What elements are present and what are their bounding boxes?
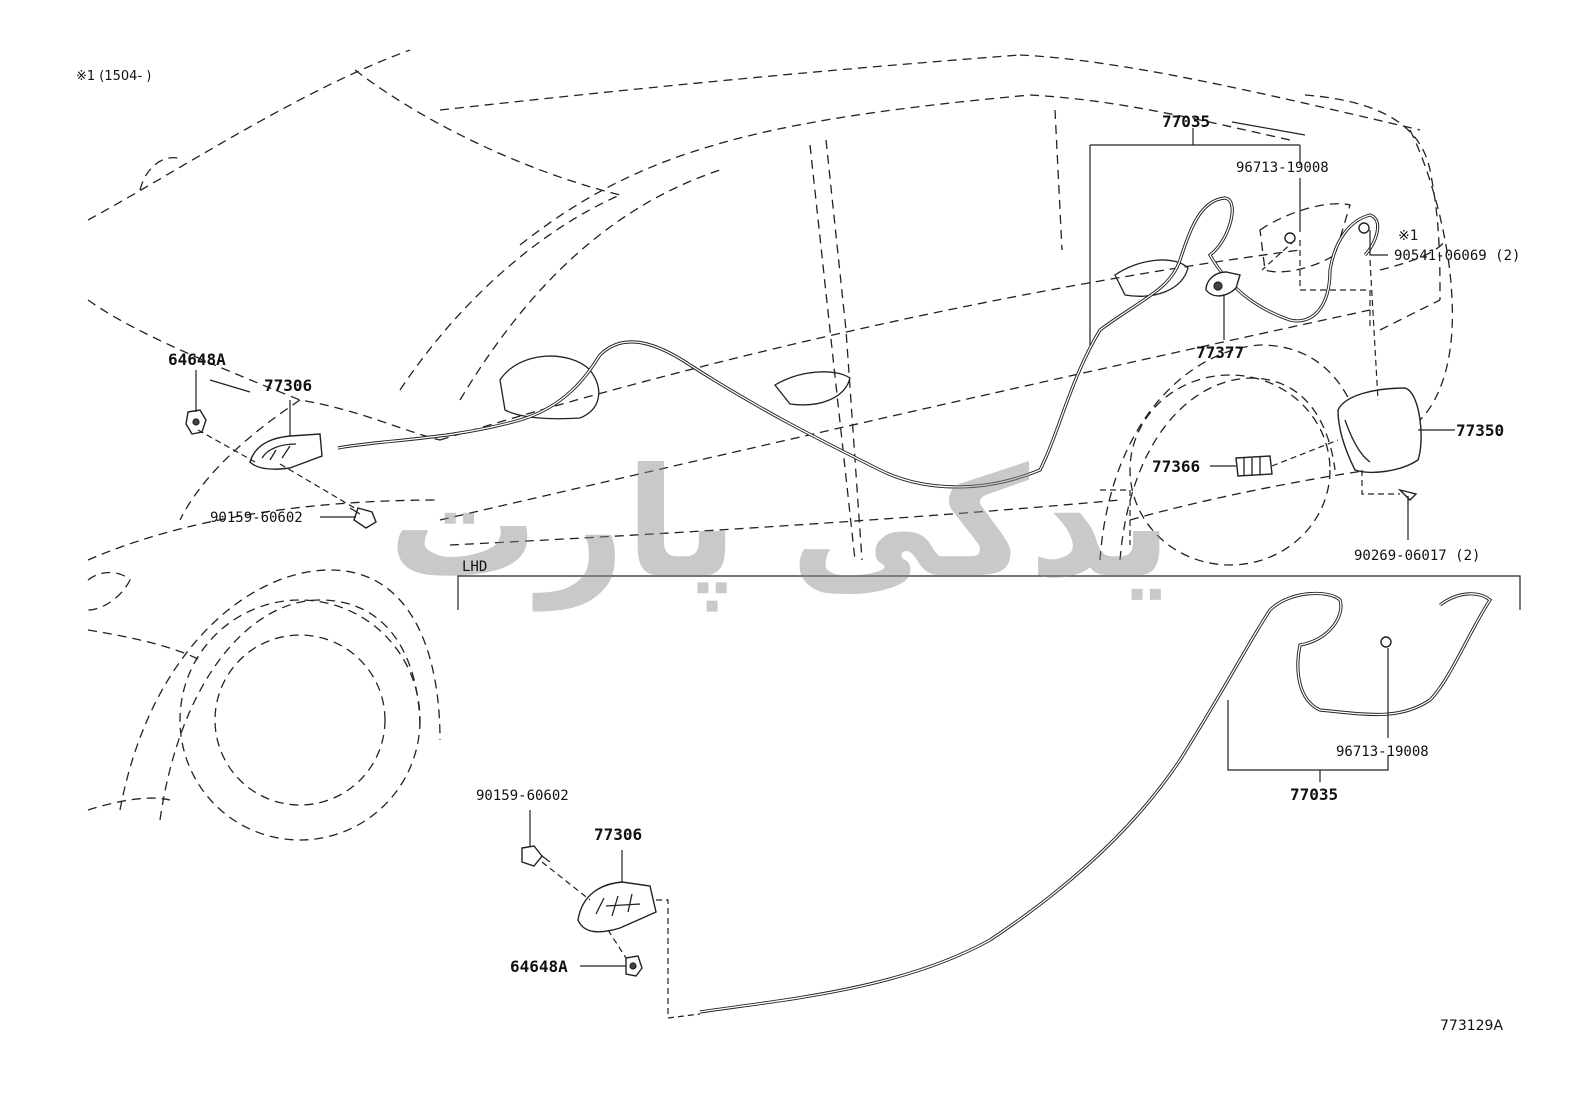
part-77306-handle-top	[249, 433, 323, 470]
part-90541-nut	[1358, 222, 1370, 234]
label-90269-06017: 90269-06017 (2)	[1354, 548, 1480, 564]
label-77035-top: 77035	[1162, 112, 1210, 131]
part-90269-screw	[1397, 488, 1418, 506]
label-90541-06069: 90541-06069 (2)	[1394, 248, 1520, 264]
part-77350-fuel-filler-door	[1337, 387, 1422, 473]
label-77035-bottom: 77035	[1290, 785, 1338, 804]
label-90159-60602-top: 90159-60602	[210, 510, 303, 526]
label-note-marker: ※1	[1398, 228, 1418, 244]
label-64648A-bottom: 64648A	[510, 957, 568, 976]
car-body-outline	[87, 49, 1454, 841]
label-77377: 77377	[1196, 343, 1244, 362]
leader-lines	[195, 121, 1521, 1019]
part-90159-bolt-top	[349, 507, 377, 529]
part-77366-lock-retainer	[1235, 455, 1273, 477]
label-90159-60602-bottom: 90159-60602	[476, 788, 569, 804]
label-77306-bottom: 77306	[594, 825, 642, 844]
part-77306-handle-bottom	[577, 881, 657, 933]
illustration-code: 773129A	[1440, 1018, 1503, 1034]
label-77306-top: 77306	[264, 376, 312, 395]
note-top: ※1 (1504- )	[76, 69, 151, 84]
fuel-opener-cable-bottom	[699, 591, 1493, 1014]
part-90159-bolt-bottom	[521, 845, 551, 867]
part-96713-grommet-bottom	[1380, 636, 1392, 648]
part-96713-grommet-top	[1284, 232, 1296, 244]
label-96713-19008-bottom: 96713-19008	[1336, 744, 1429, 760]
section-label-lhd: LHD	[462, 559, 487, 575]
label-96713-19008-top: 96713-19008	[1236, 160, 1329, 176]
part-64648A-clip-bottom	[625, 955, 643, 977]
label-77350: 77350	[1456, 421, 1504, 440]
watermark: یدکی پارت	[388, 437, 1172, 612]
part-64648A-clip-top	[185, 409, 207, 435]
part-77377-opener-lock	[1205, 271, 1241, 297]
label-64648A-top: 64648A	[168, 350, 226, 369]
fuel-opener-cable-top	[337, 196, 1380, 489]
label-77366: 77366	[1152, 457, 1200, 476]
